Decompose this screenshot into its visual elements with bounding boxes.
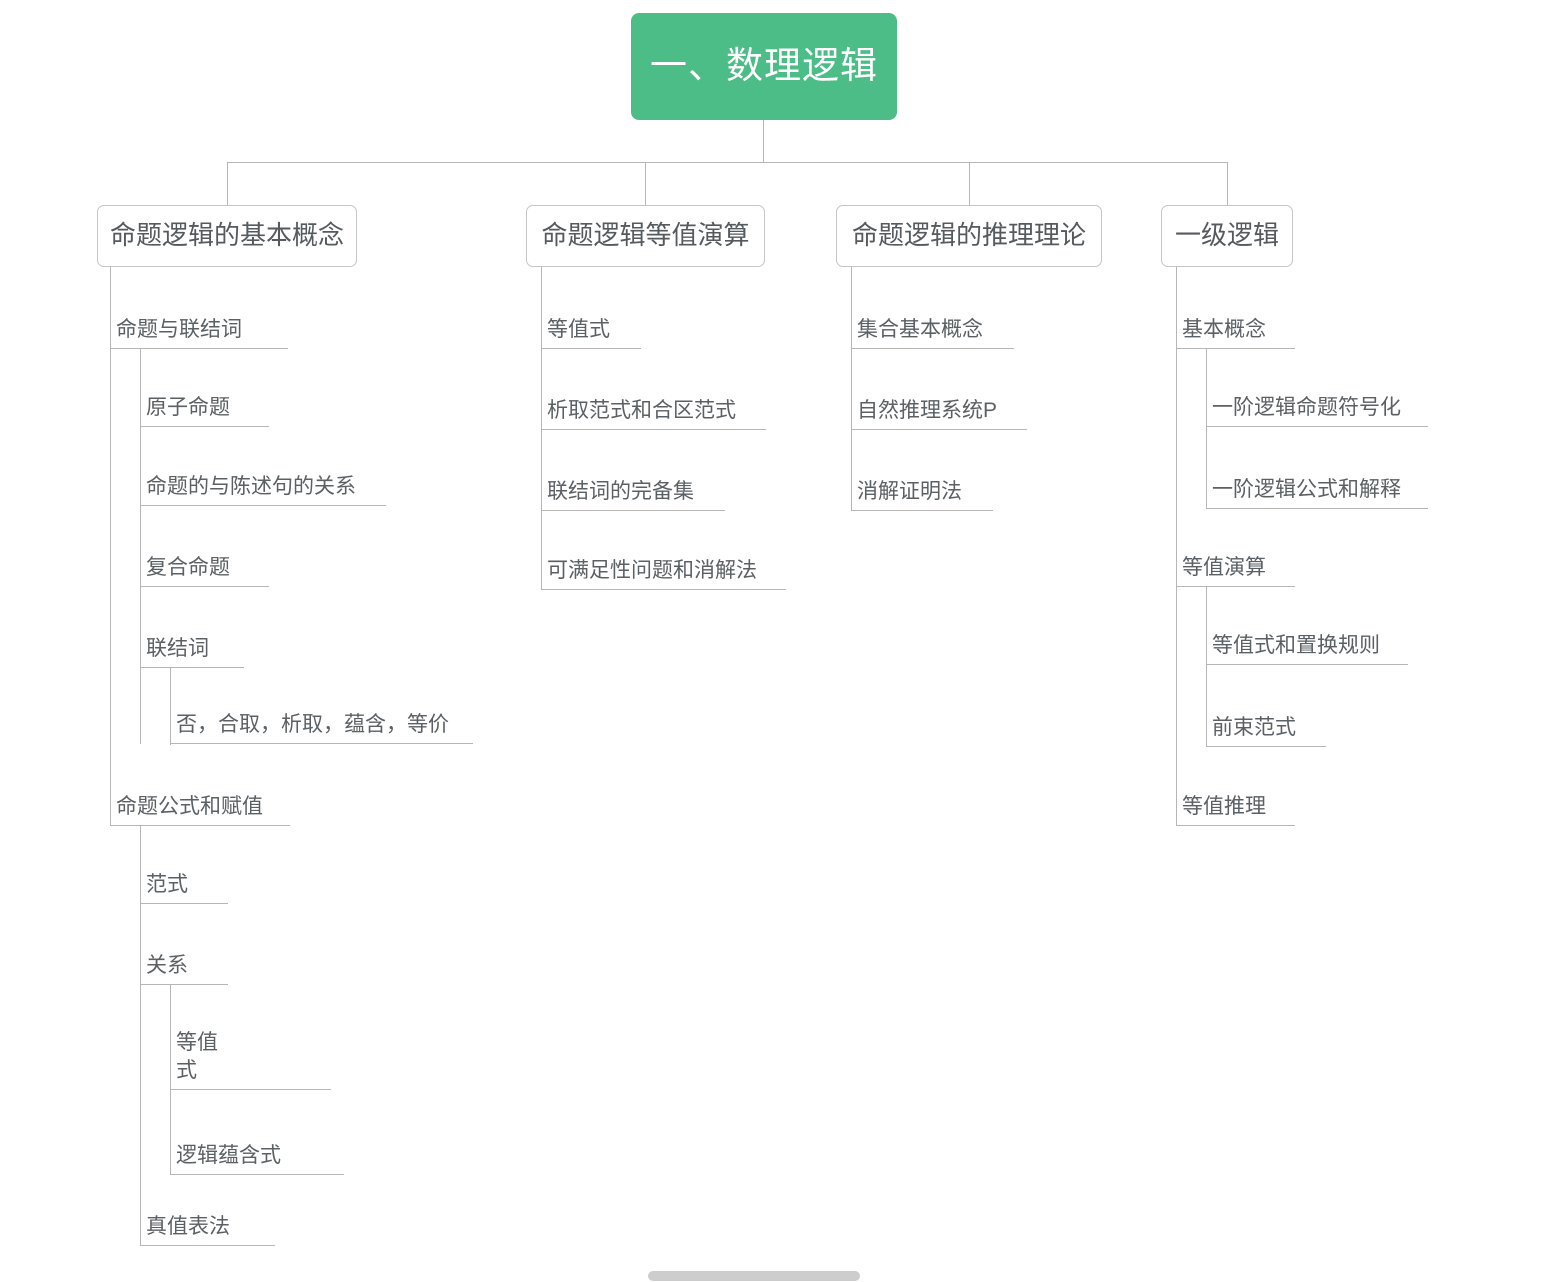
branch-node-1[interactable]: 命题逻辑的基本概念 — [97, 205, 357, 267]
branch-node-3[interactable]: 命题逻辑的推理理论 — [836, 205, 1102, 267]
connector-4-2-spine — [1206, 587, 1207, 747]
sub-node-3-3[interactable]: 消解证明法 — [851, 467, 993, 511]
branch-node-3-label: 命题逻辑的推理理论 — [851, 220, 1086, 251]
sub-node-1-1-4-1[interactable]: 否，合取，析取，蕴含，等价 — [170, 700, 473, 744]
sub-node-4-3[interactable]: 等值推理 — [1176, 782, 1295, 826]
sub-node-2-2-label: 析取范式和合区范式 — [547, 399, 736, 423]
connector-level1-bus — [227, 162, 1227, 163]
root-node-label: 一、数理逻辑 — [650, 45, 878, 87]
sub-node-1-1-3-label: 复合命题 — [146, 556, 230, 580]
connector-branch-1-spine — [110, 267, 111, 826]
sub-node-1-1[interactable]: 命题与联结词 — [110, 305, 288, 349]
connector-branch-3-spine — [851, 267, 852, 510]
sub-node-4-2-2[interactable]: 前束范式 — [1206, 703, 1326, 747]
sub-node-1-2-3-label: 真值表法 — [146, 1215, 230, 1239]
sub-node-4-2-1-label: 等值式和置换规则 — [1212, 634, 1380, 658]
sub-node-2-3[interactable]: 联结词的完备集 — [541, 467, 725, 511]
sub-node-1-2-2-2-label: 逻辑蕴含式 — [176, 1144, 281, 1168]
sub-node-4-1[interactable]: 基本概念 — [1176, 305, 1295, 349]
sub-node-4-2-label: 等值演算 — [1182, 556, 1266, 580]
sub-node-3-3-label: 消解证明法 — [857, 480, 962, 504]
horizontal-scrollbar-thumb[interactable] — [648, 1271, 860, 1281]
connector-drop-branch-3 — [969, 162, 970, 205]
connector-branch-4-spine — [1176, 267, 1177, 826]
sub-node-2-3-label: 联结词的完备集 — [547, 480, 694, 504]
root-node[interactable]: 一、数理逻辑 — [631, 13, 897, 120]
sub-node-1-2-1[interactable]: 范式 — [140, 860, 228, 904]
sub-node-4-1-label: 基本概念 — [1182, 318, 1266, 342]
connector-1-2-2-spine — [170, 985, 171, 1175]
sub-node-2-1[interactable]: 等值式 — [541, 305, 641, 349]
sub-node-1-1-label: 命题与联结词 — [116, 318, 242, 342]
sub-node-1-2-label: 命题公式和赋值 — [116, 795, 263, 819]
sub-node-1-2-3[interactable]: 真值表法 — [140, 1202, 275, 1246]
sub-node-1-2-2-1[interactable]: 等值 式 — [170, 1015, 331, 1090]
connector-drop-branch-4 — [1227, 162, 1228, 205]
sub-node-3-2-label: 自然推理系统P — [857, 399, 998, 423]
connector-drop-branch-1 — [227, 162, 228, 205]
branch-node-1-label: 命题逻辑的基本概念 — [109, 220, 344, 251]
branch-node-4-label: 一级逻辑 — [1174, 220, 1279, 251]
branch-node-2[interactable]: 命题逻辑等值演算 — [526, 205, 765, 267]
sub-node-3-1[interactable]: 集合基本概念 — [851, 305, 1014, 349]
sub-node-2-2[interactable]: 析取范式和合区范式 — [541, 386, 766, 430]
sub-node-1-2-2-label: 关系 — [146, 954, 188, 978]
connector-1-2-spine — [140, 826, 141, 1246]
sub-node-1-1-1[interactable]: 原子命题 — [140, 383, 269, 427]
sub-node-4-1-2[interactable]: 一阶逻辑公式和解释 — [1206, 465, 1428, 509]
sub-node-1-2-1-label: 范式 — [146, 873, 188, 897]
connector-1-1-spine — [140, 349, 141, 744]
sub-node-3-1-label: 集合基本概念 — [857, 318, 983, 342]
sub-node-4-2[interactable]: 等值演算 — [1176, 543, 1295, 587]
sub-node-1-1-4[interactable]: 联结词 — [140, 624, 244, 668]
sub-node-1-1-4-label: 联结词 — [146, 637, 209, 661]
sub-node-4-1-1[interactable]: 一阶逻辑命题符号化 — [1206, 383, 1428, 427]
connector-4-1-spine — [1206, 349, 1207, 509]
sub-node-1-1-3[interactable]: 复合命题 — [140, 543, 269, 587]
sub-node-4-2-2-label: 前束范式 — [1212, 716, 1296, 740]
connector-1-1-4-spine — [170, 668, 171, 745]
sub-node-1-2-2[interactable]: 关系 — [140, 941, 228, 985]
sub-node-1-1-2-label: 命题的与陈述句的关系 — [146, 475, 356, 499]
sub-node-4-3-label: 等值推理 — [1182, 795, 1266, 819]
sub-node-1-1-4-1-label: 否，合取，析取，蕴含，等价 — [176, 713, 449, 737]
connector-branch-2-spine — [541, 267, 542, 590]
sub-node-1-1-1-label: 原子命题 — [146, 396, 230, 420]
branch-node-4[interactable]: 一级逻辑 — [1161, 205, 1293, 267]
sub-node-4-2-1[interactable]: 等值式和置换规则 — [1206, 621, 1408, 665]
sub-node-1-2-2-2[interactable]: 逻辑蕴含式 — [170, 1131, 344, 1175]
sub-node-2-4-label: 可满足性问题和消解法 — [547, 559, 757, 583]
branch-node-2-label: 命题逻辑等值演算 — [541, 220, 750, 251]
sub-node-2-4[interactable]: 可满足性问题和消解法 — [541, 546, 786, 590]
sub-node-4-1-2-label: 一阶逻辑公式和解释 — [1212, 478, 1401, 502]
sub-node-1-1-2[interactable]: 命题的与陈述句的关系 — [140, 462, 386, 506]
connector-drop-branch-2 — [645, 162, 646, 205]
sub-node-1-2[interactable]: 命题公式和赋值 — [110, 782, 290, 826]
sub-node-4-1-1-label: 一阶逻辑命题符号化 — [1212, 396, 1401, 420]
horizontal-scrollbar-track[interactable] — [0, 1268, 1562, 1282]
connector-root-stem — [763, 120, 764, 163]
sub-node-2-1-label: 等值式 — [547, 318, 610, 342]
sub-node-1-2-2-1-label: 等值 式 — [176, 1031, 218, 1083]
sub-node-3-2[interactable]: 自然推理系统P — [851, 386, 1027, 430]
